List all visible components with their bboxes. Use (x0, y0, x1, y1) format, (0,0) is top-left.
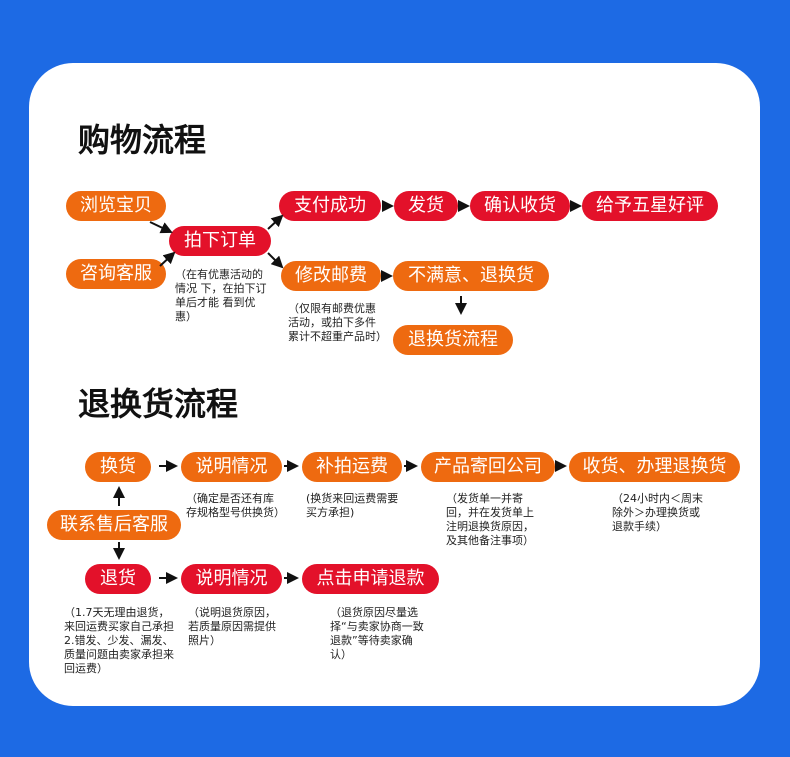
refund-explain-note: （说明退货原因，若质量原因需提供照片） (188, 606, 276, 647)
arrow-browse-order (149, 221, 173, 234)
exchange-postage-step: 补拍运费 (302, 452, 402, 482)
contact-service-step: 联系售后客服 (47, 510, 181, 540)
consult-step: 咨询客服 (66, 259, 166, 289)
refund-explain-step: 说明情况 (181, 564, 282, 594)
receive-process-note: （24小时内＜周末除外＞办理换货或退款手续） (612, 492, 703, 533)
exchange-step: 换货 (85, 452, 151, 482)
send-back-note: （发货单一并寄回，并在发货单上注明退换货原因，及其他备注事项） (446, 492, 534, 547)
arrow-order-pay (267, 214, 284, 230)
ship-step: 发货 (394, 191, 458, 221)
pay-success-step: 支付成功 (279, 191, 381, 221)
confirm-receipt-step: 确认收货 (470, 191, 570, 221)
refund-step: 退货 (85, 564, 151, 594)
exchange-postage-note: (换货来回运费需要买方承担) (306, 492, 399, 519)
content-card (29, 63, 760, 706)
arrow-consult-order (159, 251, 176, 267)
refund-note: （1.7天无理由退货，来回运费买家自己承担 2.错发、少发、漏发、质量问题由卖家… (64, 606, 174, 675)
modify-postage-step: 修改邮费 (281, 261, 381, 291)
exchange-explain-note: （确定是否还有库存规格型号供换货） (186, 492, 285, 519)
order-note: （在有优惠活动的情况 下，在拍下订单后才能 看到优惠） (175, 268, 267, 323)
exchange-explain-step: 说明情况 (181, 452, 282, 482)
apply-refund-note: （退货原因尽量选择“与卖家协商一致退款”等待卖家确认） (330, 606, 424, 661)
apply-refund-step: 点击申请退款 (302, 564, 439, 594)
shopping-flow-title: 购物流程 (78, 121, 207, 159)
place-order-step: 拍下订单 (169, 226, 271, 256)
unsatisfied-step: 不满意、退换货 (393, 261, 549, 291)
postage-note: （仅限有邮费优惠活动，或拍下多件累计不超重产品时） (288, 302, 387, 343)
five-star-review-step: 给予五星好评 (582, 191, 718, 221)
send-back-step: 产品寄回公司 (421, 452, 555, 482)
browse-step: 浏览宝贝 (66, 191, 166, 221)
return-flow-step: 退换货流程 (393, 325, 513, 355)
receive-process-step: 收货、办理退换货 (569, 452, 740, 482)
return-flow-title: 退换货流程 (78, 385, 239, 423)
arrow-order-postage (267, 252, 284, 269)
